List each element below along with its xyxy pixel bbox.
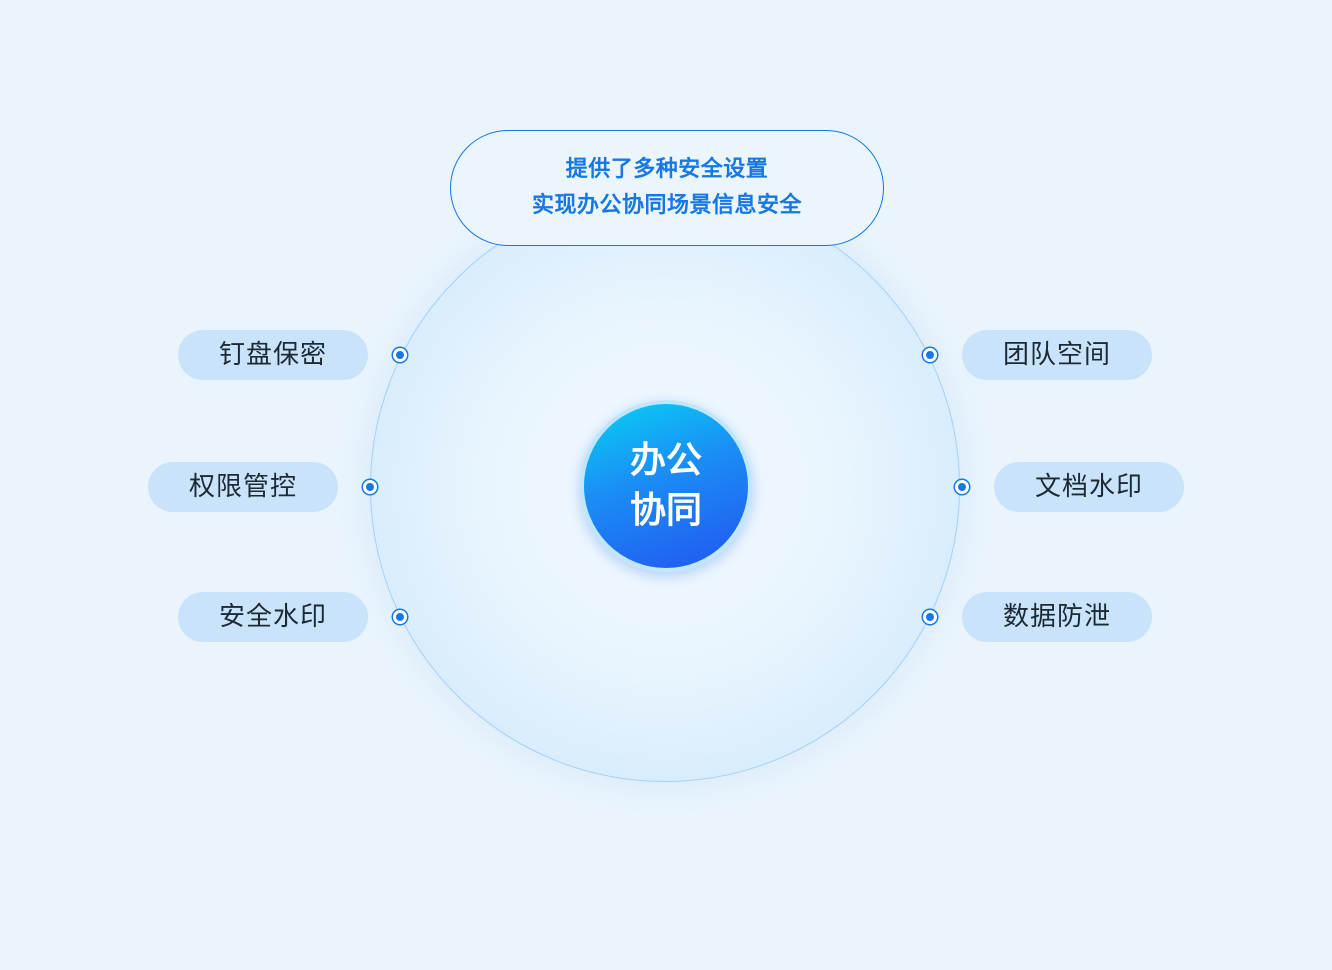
feature-pill-right-2: 文档水印 [994,462,1184,512]
feature-pill-right-3: 数据防泄 [962,592,1152,642]
connector-dot-left-1 [393,348,407,362]
callout-line-2: 实现办公协同场景信息安全 [531,193,802,218]
callout-line-1: 提供了多种安全设置 [565,157,769,182]
connector-dot-left-3 [393,610,407,624]
connector-dot-right-2 [955,480,969,494]
connector-dot-left-2 [363,480,377,494]
feature-pill-left-2: 权限管控 [148,462,338,512]
feature-pill-left-1: 钉盘保密 [178,330,368,380]
feature-pill-right-1: 团队空间 [962,330,1152,380]
center-label-line-2: 协同 [629,490,702,531]
feature-pill-left-3: 安全水印 [178,592,368,642]
summary-callout: 提供了多种安全设置 实现办公协同场景信息安全 [450,130,884,246]
center-label-line-1: 办公 [629,440,702,481]
center-node: 办公 协同 [580,400,752,572]
connector-dot-right-3 [923,610,937,624]
connector-dot-right-1 [923,348,937,362]
